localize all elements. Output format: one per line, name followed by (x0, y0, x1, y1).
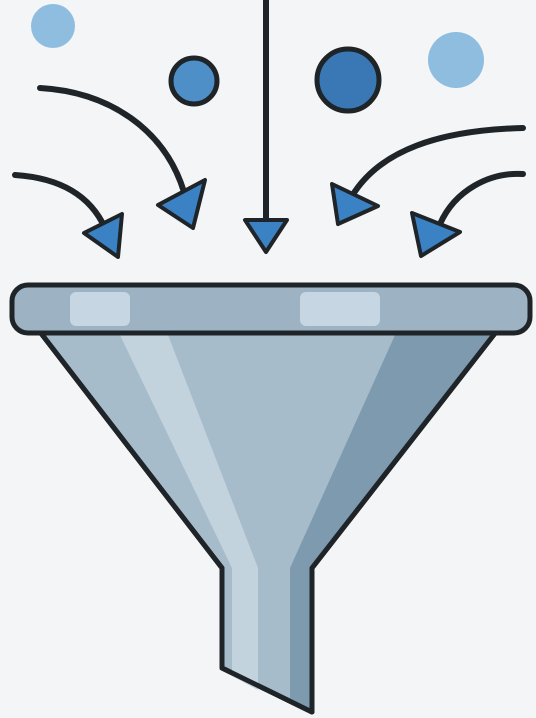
funnel-rim-highlight (70, 292, 130, 326)
funnel-rim-highlight (300, 292, 380, 326)
blue-dot-icon (171, 58, 217, 104)
pale-dot-icon (428, 32, 484, 88)
pale-dot-icon (31, 4, 75, 48)
blue-dot-icon (317, 49, 379, 111)
